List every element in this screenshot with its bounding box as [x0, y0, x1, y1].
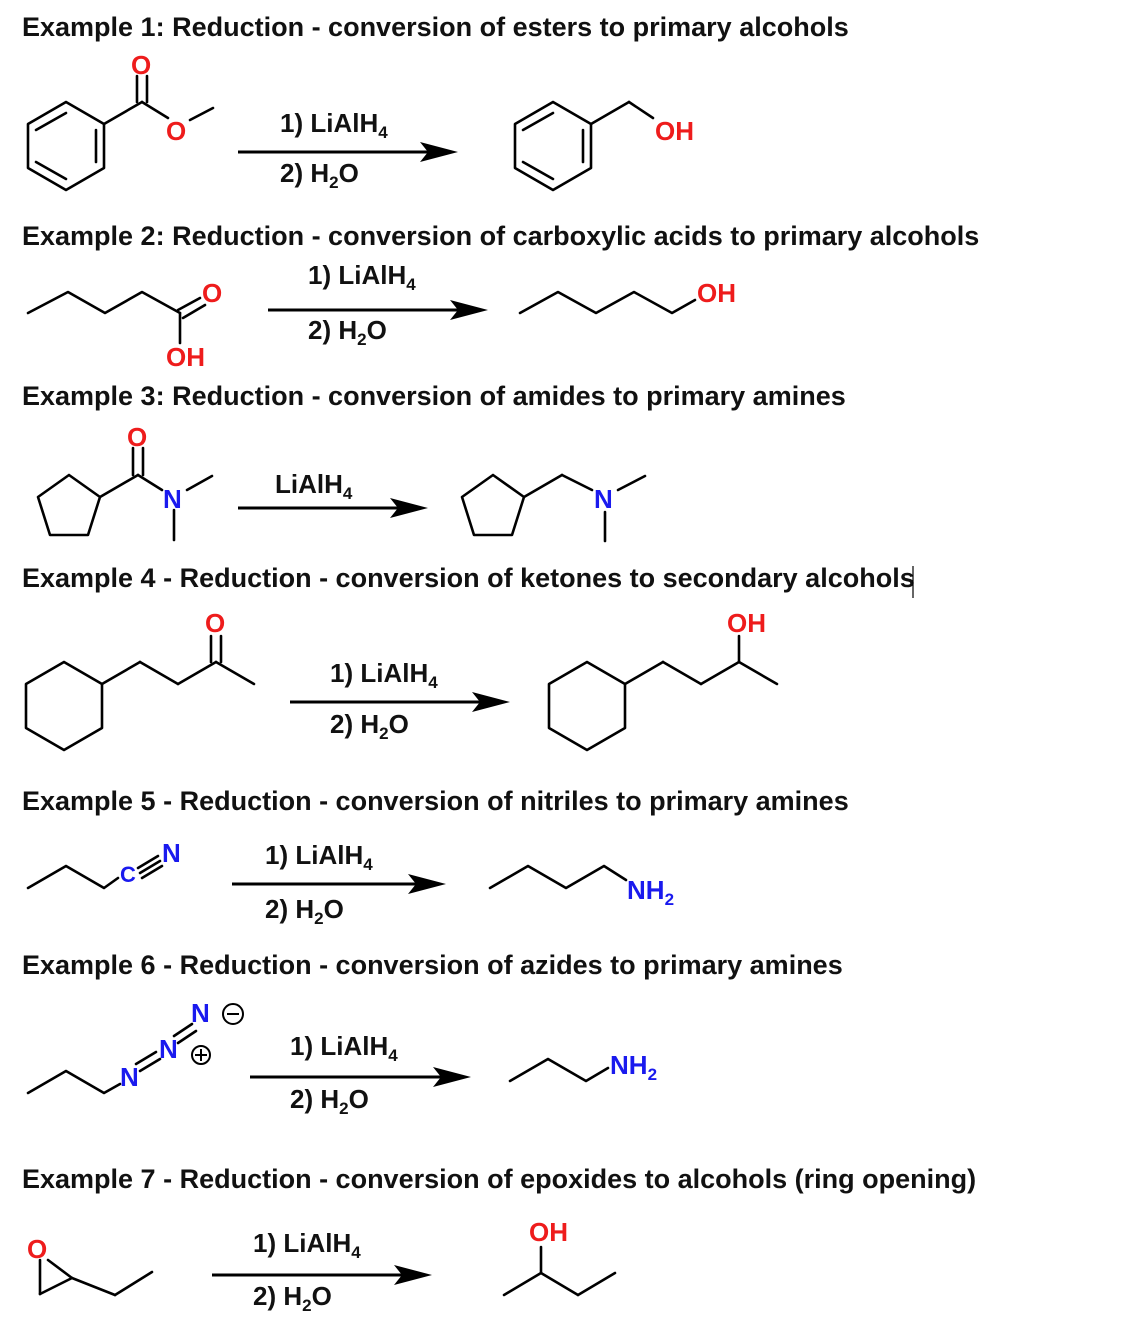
methyl-benzoate: O O — [26, 50, 215, 192]
reagent-step-1: 1) LiAlH4 — [253, 1228, 361, 1262]
acid-carbonyl-oxygen: O — [202, 278, 222, 308]
butanoic-acid: O OH — [26, 278, 222, 372]
hydroxyl-group: OH — [655, 116, 694, 146]
reaction-arrow-4 — [290, 692, 510, 712]
hydroxyl-group: OH — [727, 608, 766, 638]
propylamine: NH2 — [508, 1050, 657, 1084]
propyl-azide: N N N — [26, 998, 244, 1095]
reaction-arrow-2 — [268, 300, 488, 320]
example-5-heading: Example 5 - Reduction - conversion of ni… — [22, 786, 849, 816]
amine-nitrogen: N — [594, 484, 613, 514]
hydroxyl-group: OH — [697, 278, 736, 308]
reagent-step-2: 2) H2O — [280, 158, 359, 192]
reagent-step-1: 1) LiAlH4 — [280, 108, 388, 142]
reaction-arrow-5 — [232, 874, 446, 894]
n-n-dimethyl-cyclopentanecarboxamide: O N — [36, 422, 214, 542]
amine-group: NH2 — [610, 1050, 657, 1084]
secondary-alcohol-product: OH — [547, 608, 779, 752]
reagent-lialh4: LiAlH4 — [275, 469, 353, 503]
epoxybutane: O — [27, 1234, 154, 1297]
ester-oxygen: O — [166, 116, 186, 146]
reagent-step-2: 2) H2O — [265, 894, 344, 928]
amide-carbonyl-oxygen: O — [127, 422, 147, 452]
tertiary-amine-product: N — [460, 473, 647, 543]
positive-charge-icon — [191, 1045, 211, 1065]
cyclohexyl-butanone: O — [24, 608, 256, 752]
example-2-scheme: O OH 1) LiAlH4 2) H2O OH — [26, 260, 736, 372]
nitrile-carbon: C — [120, 862, 136, 887]
nitrile-nitrogen: N — [162, 838, 181, 868]
example-6-heading: Example 6 - Reduction - conversion of az… — [22, 950, 843, 980]
reaction-arrow-6 — [250, 1067, 471, 1087]
azide-nitrogen-3: N — [191, 998, 210, 1028]
ketone-oxygen: O — [205, 608, 225, 638]
negative-charge-icon — [222, 1003, 244, 1025]
benzyl-alcohol: OH — [513, 100, 694, 192]
reagent-step-1: 1) LiAlH4 — [290, 1031, 398, 1065]
reagent-step-2: 2) H2O — [308, 315, 387, 349]
butylamine: NH2 — [488, 864, 674, 909]
acid-hydroxyl: OH — [166, 342, 205, 372]
example-1-scheme: O O 1) LiAlH4 2) H2O OH — [26, 50, 694, 192]
example-4-scheme: O 1) LiAlH4 2) H2O OH — [24, 608, 779, 752]
azide-nitrogen-2: N — [159, 1034, 178, 1064]
reaction-arrow-3 — [238, 498, 428, 518]
amide-nitrogen: N — [163, 484, 182, 514]
epoxide-oxygen: O — [27, 1234, 47, 1264]
butanenitrile: C N — [26, 838, 181, 890]
reaction-arrow-1 — [238, 142, 458, 162]
example-2-heading: Example 2: Reduction - conversion of car… — [22, 221, 980, 251]
example-7-heading: Example 7 - Reduction - conversion of ep… — [22, 1164, 977, 1194]
carbonyl-oxygen: O — [131, 50, 151, 80]
reagent-step-2: 2) H2O — [290, 1084, 369, 1118]
butan-2-ol: OH — [502, 1217, 617, 1297]
example-6-scheme: N N N 1) LiAlH4 2) H2O NH2 — [26, 998, 657, 1118]
example-7-scheme: O 1) LiAlH4 2) H2O OH — [27, 1217, 617, 1315]
example-1-heading: Example 1: Reduction - conversion of est… — [22, 12, 849, 42]
azide-nitrogen-1: N — [120, 1062, 139, 1092]
reagent-step-1: 1) LiAlH4 — [330, 658, 438, 692]
reagent-step-1: 1) LiAlH4 — [308, 260, 416, 294]
hydroxyl-group: OH — [529, 1217, 568, 1247]
example-3-scheme: O N LiAlH4 N — [36, 422, 647, 543]
example-5-scheme: C N 1) LiAlH4 2) H2O NH2 — [26, 838, 674, 928]
amine-group: NH2 — [627, 875, 674, 909]
example-3-heading: Example 3: Reduction - conversion of ami… — [22, 381, 846, 411]
butanol: OH — [518, 278, 736, 315]
reagent-step-1: 1) LiAlH4 — [265, 840, 373, 874]
reagent-step-2: 2) H2O — [330, 709, 409, 743]
reagent-step-2: 2) H2O — [253, 1281, 332, 1315]
example-4-heading: Example 4 - Reduction - conversion of ke… — [22, 563, 915, 593]
reaction-arrow-7 — [212, 1265, 432, 1285]
